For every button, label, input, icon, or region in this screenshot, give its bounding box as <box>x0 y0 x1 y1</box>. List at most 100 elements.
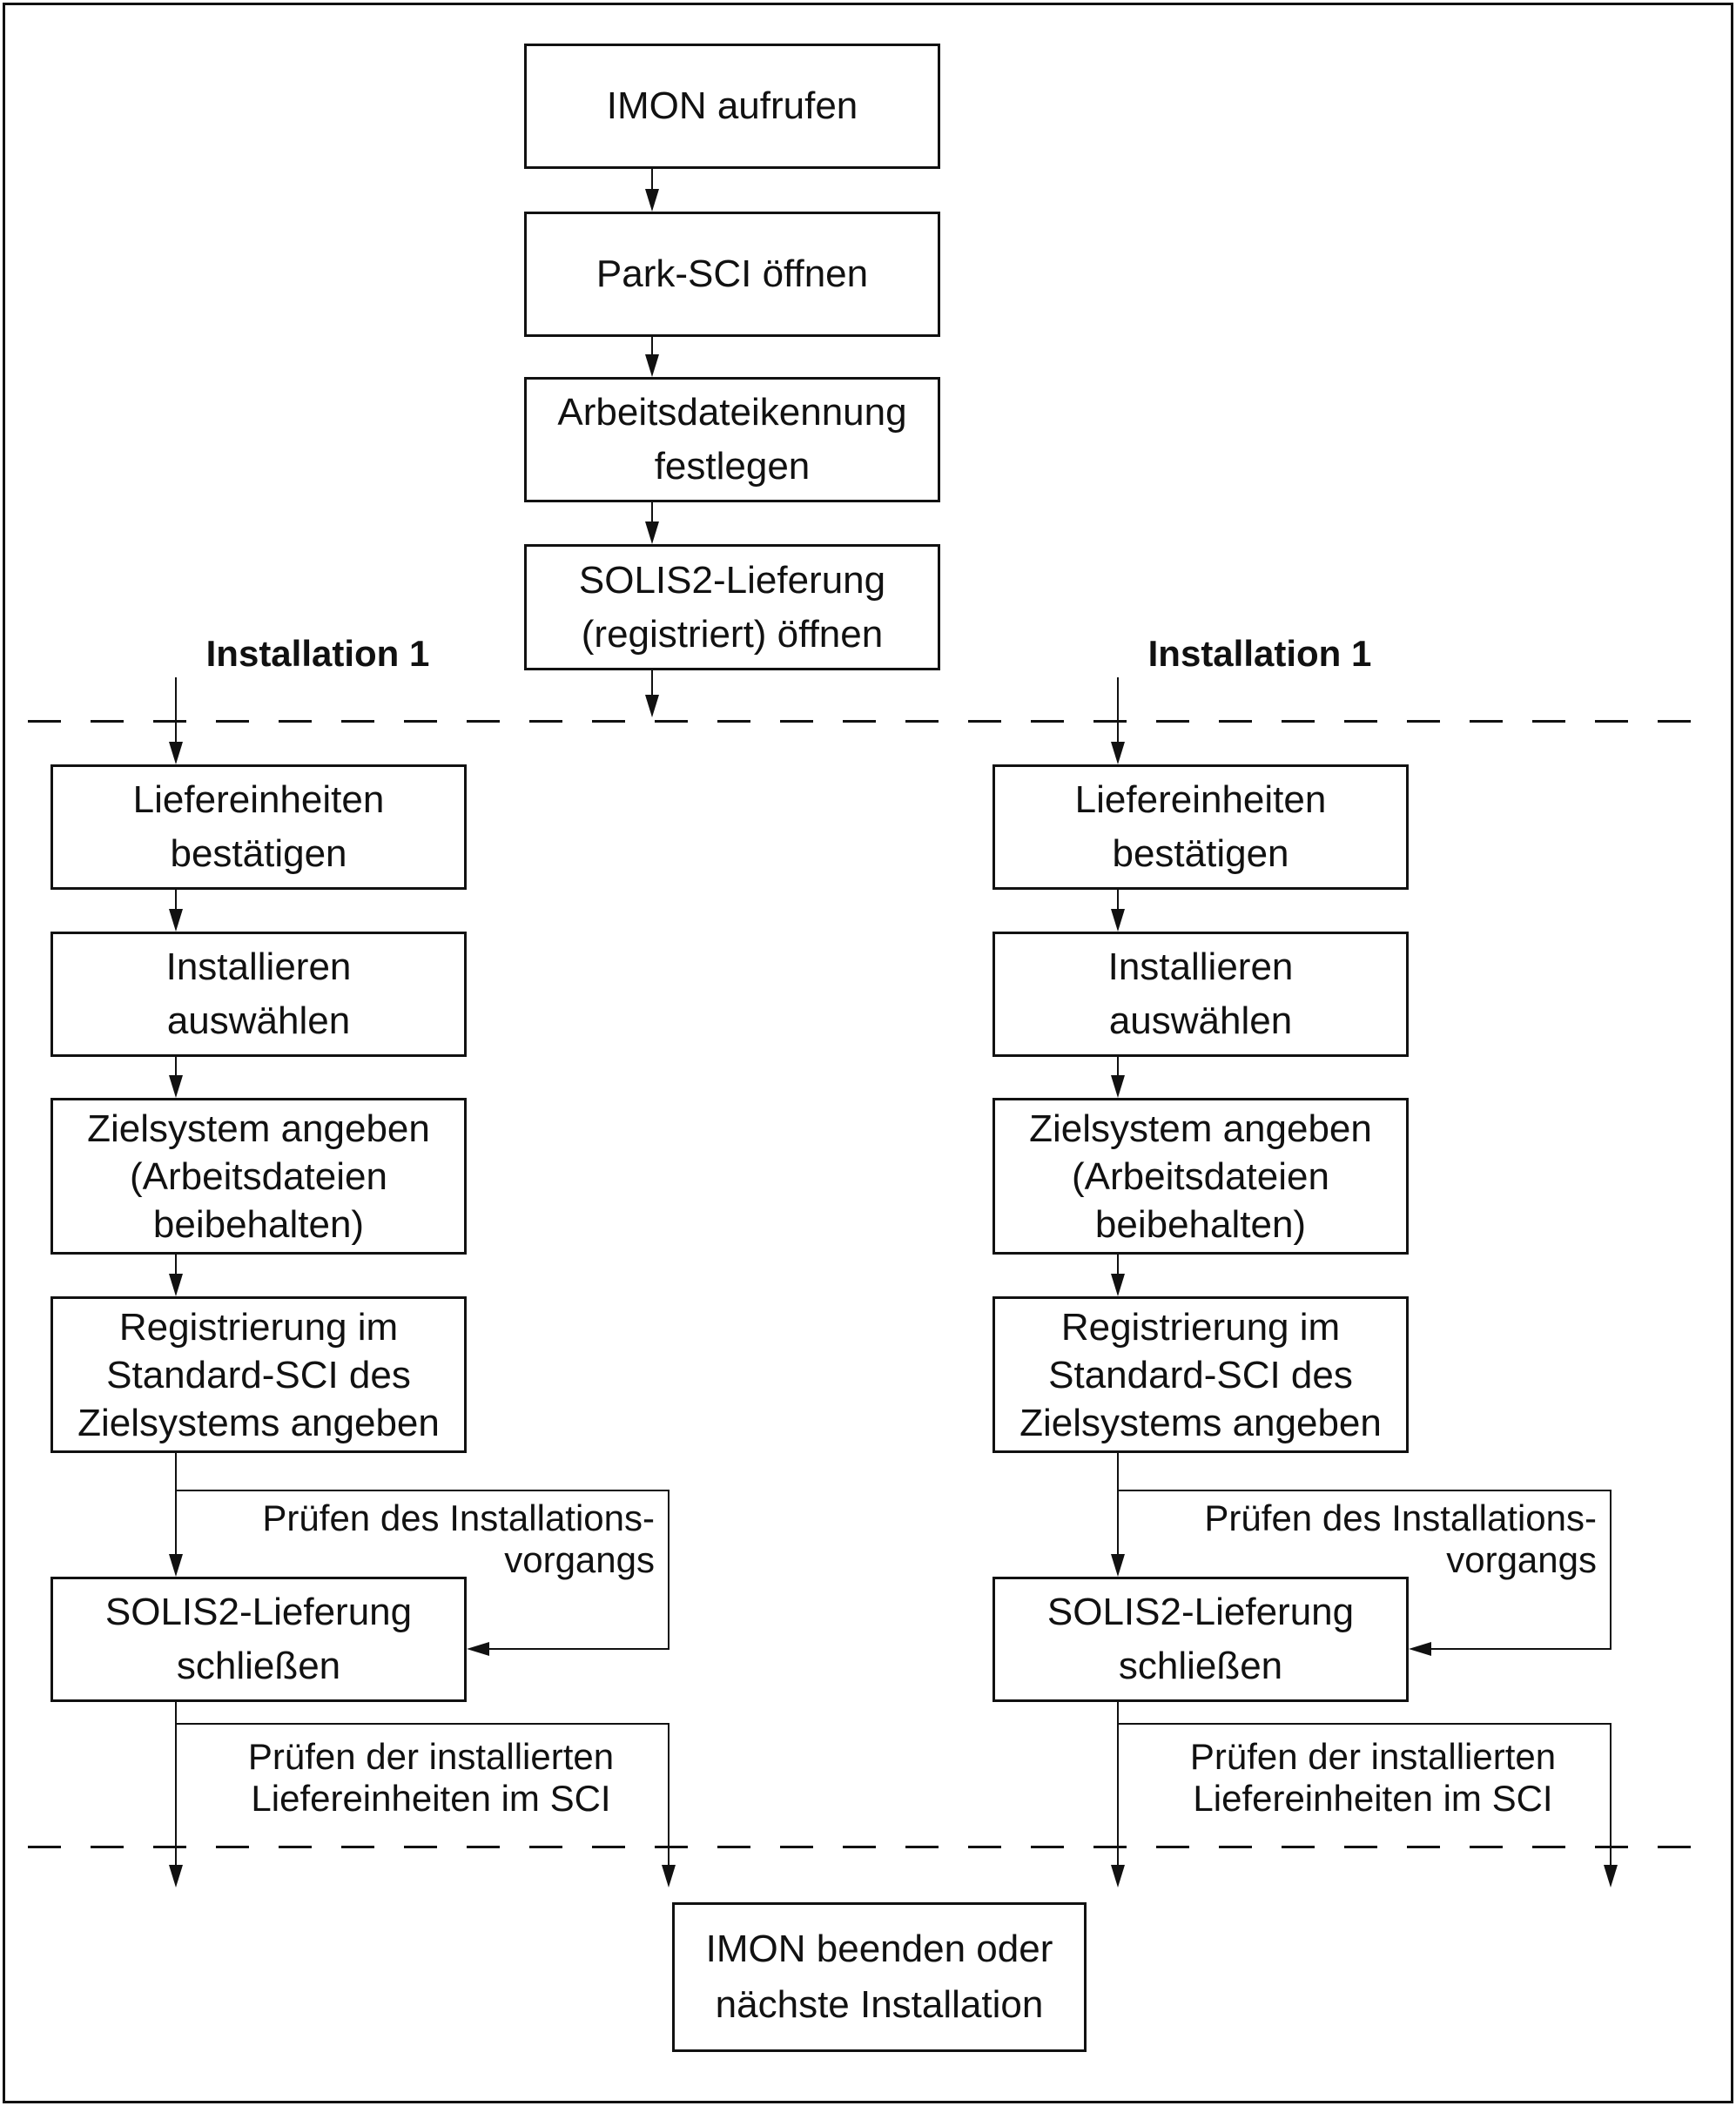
annotation-line: Prüfen der installierten <box>247 1736 615 1777</box>
box-zielsystem-right: Zielsystem angeben (Arbeitsdateien beibe… <box>992 1098 1409 1255</box>
box-solis2-oeffnen: SOLIS2-Lieferung (registriert) öffnen <box>524 544 940 670</box>
arrowhead-down-icon <box>169 1554 183 1577</box>
connector-top-2 <box>651 337 653 354</box>
box-text-line: Registrierung im <box>118 1305 399 1349</box>
box-registrierung-right: Registrierung im Standard-SCI des Zielsy… <box>992 1296 1409 1453</box>
connector-top-4 <box>651 670 653 695</box>
connector-left-2 <box>175 1057 177 1075</box>
annotation-check-units-right: Prüfen der installierten Liefereinheiten… <box>1155 1736 1591 1820</box>
box-text-line: schließen <box>176 1645 341 1687</box>
box-text-line: (Arbeitsdateien <box>130 1154 387 1198</box>
phase-label-right: Installation 1 <box>1147 633 1372 674</box>
arrowhead-down-icon <box>645 354 659 377</box>
arrowhead-down-icon <box>645 695 659 717</box>
box-text-line: Liefereinheiten <box>132 778 385 821</box>
branch-check-units-side-right <box>1610 1725 1612 1865</box>
arrowhead-down-icon <box>1111 1865 1125 1887</box>
connector-left-1 <box>175 890 177 909</box>
box-text-line: auswählen <box>1108 999 1293 1042</box>
arrowhead-down-icon <box>662 1865 676 1887</box>
box-text-line: Park-SCI öffnen <box>595 252 869 295</box>
arrowhead-down-icon <box>645 189 659 212</box>
arrowhead-down-icon <box>169 1865 183 1887</box>
box-imon-aufrufen: IMON aufrufen <box>524 44 940 169</box>
box-text-line: bestätigen <box>170 832 347 875</box>
branch-check-units-top-right <box>1117 1723 1612 1725</box>
box-text-line: Zielsystems angeben <box>1019 1401 1382 1444</box>
box-text-line: festlegen <box>654 445 811 488</box>
dashed-separator-top <box>28 720 1708 723</box>
arrowhead-down-icon <box>169 742 183 764</box>
annotation-line: vorgangs <box>504 1539 655 1580</box>
connector-left-exit <box>175 1702 177 1865</box>
box-text-line: Liefereinheiten <box>1074 778 1327 821</box>
branch-check-units-side-left <box>668 1725 670 1865</box>
box-text-line: auswählen <box>166 999 351 1042</box>
annotation-line: Liefereinheiten im SCI <box>1193 1778 1553 1819</box>
branch-check-process-side-right <box>1610 1490 1612 1650</box>
box-text-line: Installieren <box>165 945 352 988</box>
branch-check-units-top-left <box>175 1723 670 1725</box>
box-solis2-schliessen-left: SOLIS2-Lieferung schließen <box>50 1577 467 1702</box>
box-text-line: bestätigen <box>1112 832 1289 875</box>
connector-left-4 <box>175 1453 177 1554</box>
box-text-line: IMON beenden oder <box>705 1928 1053 1970</box>
box-solis2-schliessen-right: SOLIS2-Lieferung schließen <box>992 1577 1409 1702</box>
box-text-line: Installieren <box>1107 945 1294 988</box>
box-text-line: IMON aufrufen <box>606 84 858 127</box>
box-text-line: Standard-SCI des <box>1048 1353 1353 1396</box>
arrowhead-left-icon <box>1409 1642 1431 1656</box>
box-text-line: (registriert) öffnen <box>581 612 884 656</box>
connector-left-3 <box>175 1255 177 1274</box>
box-park-sci-oeffnen: Park-SCI öffnen <box>524 212 940 337</box>
connector-phase-left <box>175 677 177 742</box>
branch-check-process-top-left <box>175 1490 670 1491</box>
box-text-line: Arbeitsdateikennung <box>557 391 907 434</box>
box-text-line: SOLIS2-Lieferung <box>1046 1591 1355 1633</box>
connector-top-1 <box>651 169 653 189</box>
box-text-line: Standard-SCI des <box>106 1353 411 1396</box>
annotation-line: Liefereinheiten im SCI <box>251 1778 611 1819</box>
branch-check-process-side-left <box>668 1490 670 1650</box>
annotation-line: Prüfen der installierten <box>1189 1736 1557 1777</box>
arrowhead-down-icon <box>1111 742 1125 764</box>
arrowhead-down-icon <box>645 521 659 544</box>
box-zielsystem-left: Zielsystem angeben (Arbeitsdateien beibe… <box>50 1098 467 1255</box>
arrowhead-down-icon <box>169 1274 183 1296</box>
branch-check-process-top-right <box>1117 1490 1612 1491</box>
arrowhead-down-icon <box>1111 1075 1125 1098</box>
box-arbeitsdateikennung: Arbeitsdateikennung festlegen <box>524 377 940 502</box>
annotation-line: Prüfen des Installations- <box>262 1497 655 1538</box>
branch-check-process-return-right <box>1431 1648 1612 1650</box>
arrowhead-left-icon <box>467 1642 489 1656</box>
box-text-line: beibehalten) <box>152 1202 365 1246</box>
connector-right-4 <box>1117 1453 1119 1554</box>
arrowhead-down-icon <box>169 1075 183 1098</box>
box-liefereinheiten-right: Liefereinheiten bestätigen <box>992 764 1409 890</box>
connector-right-2 <box>1117 1057 1119 1075</box>
box-text-line: beibehalten) <box>1094 1202 1307 1246</box>
box-text-line: Zielsystem angeben <box>87 1107 430 1150</box>
box-text-line: Zielsystem angeben <box>1029 1107 1372 1150</box>
box-text-line: Zielsystems angeben <box>77 1401 440 1444</box>
box-text-line: SOLIS2-Lieferung <box>104 1591 413 1633</box>
box-imon-beenden: IMON beenden oder nächste Installation <box>672 1902 1087 2052</box>
box-registrierung-left: Registrierung im Standard-SCI des Zielsy… <box>50 1296 467 1453</box>
arrowhead-down-icon <box>1604 1865 1618 1887</box>
box-text-line: Registrierung im <box>1060 1305 1341 1349</box>
box-installieren-right: Installieren auswählen <box>992 932 1409 1057</box>
box-text-line: (Arbeitsdateien <box>1072 1154 1329 1198</box>
box-liefereinheiten-left: Liefereinheiten bestätigen <box>50 764 467 890</box>
annotation-line: vorgangs <box>1446 1539 1597 1580</box>
connector-right-1 <box>1117 890 1119 909</box>
box-text-line: SOLIS2-Lieferung <box>578 558 886 602</box>
outer-border <box>3 3 1733 2103</box>
box-text-line: nächste Installation <box>715 1983 1044 2026</box>
connector-top-3 <box>651 502 653 521</box>
box-installieren-left: Installieren auswählen <box>50 932 467 1057</box>
arrowhead-down-icon <box>169 909 183 932</box>
connector-phase-right <box>1117 677 1119 742</box>
connector-right-exit <box>1117 1702 1119 1865</box>
arrowhead-down-icon <box>1111 909 1125 932</box>
